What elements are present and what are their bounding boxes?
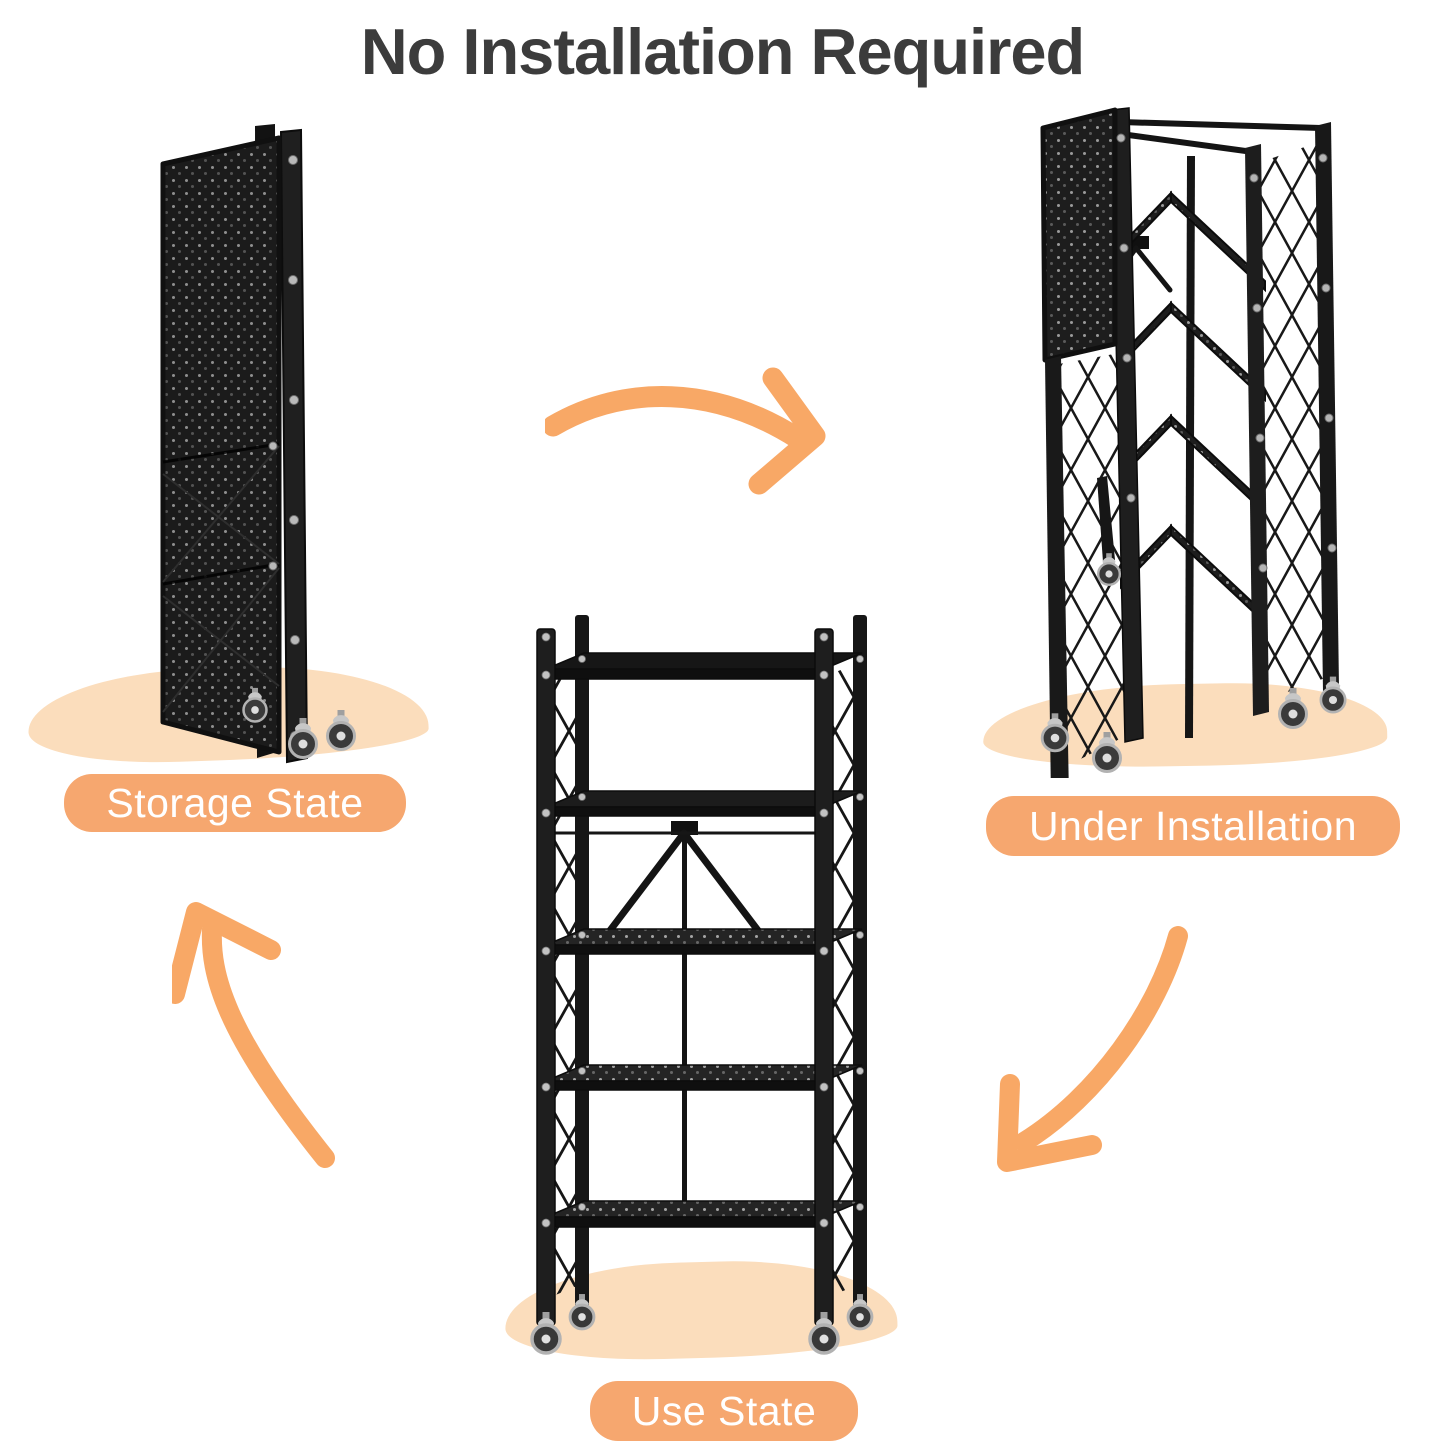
arrow-use-to-storage-icon xyxy=(172,902,335,1168)
unfolding-shelf-image xyxy=(1040,107,1347,778)
rivets xyxy=(1116,133,1337,573)
assembled-shelf-body xyxy=(530,615,874,1355)
arrow-installation-to-use-icon xyxy=(997,926,1188,1172)
storage-state-label: Storage State xyxy=(64,774,406,832)
under-installation-label: Under Installation xyxy=(986,796,1400,856)
page-title: No Installation Required xyxy=(360,15,1086,88)
assembled-shelf-image xyxy=(530,615,874,1355)
folded-shelf-body xyxy=(160,124,356,764)
shelf-tiers xyxy=(545,652,863,1228)
storage-state-label-text: Storage State xyxy=(106,779,364,826)
unfolding-shelf-body xyxy=(1040,107,1347,778)
use-state-label: Use State xyxy=(590,1381,858,1441)
under-installation-label-text: Under Installation xyxy=(1028,802,1358,849)
rivets xyxy=(541,632,864,1228)
folded-shelf-image xyxy=(160,124,356,764)
arrow-storage-to-installation-icon xyxy=(545,367,826,495)
use-state-label-text: Use State xyxy=(631,1387,817,1434)
